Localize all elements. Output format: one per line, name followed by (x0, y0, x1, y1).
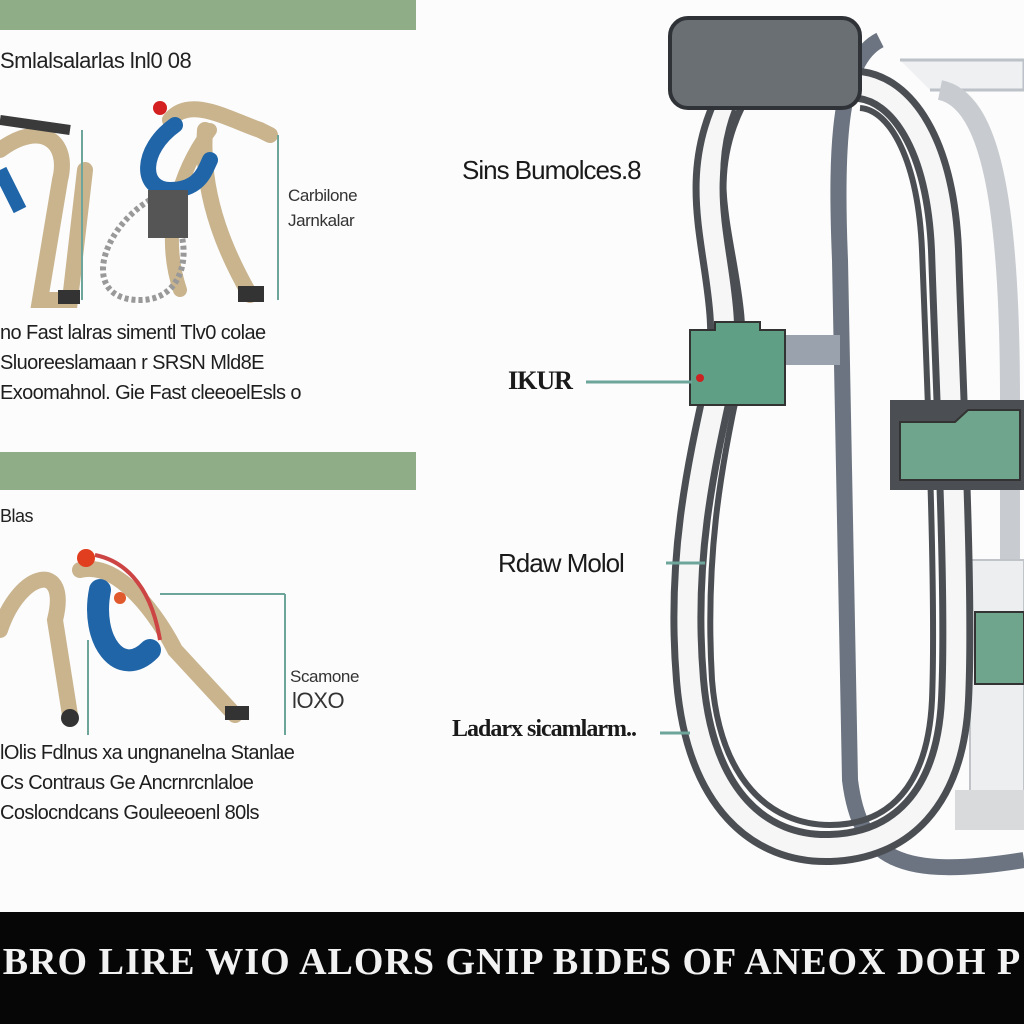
bottom-panel-heading: Blas (0, 506, 34, 526)
caption-line: Coslocndcans Gouleeoenl 80ls (0, 802, 260, 824)
top-side-label-2: Jarnkalar (288, 211, 355, 230)
caption-line: lOlis Fdlnus xa ungnanelna Stanlae (0, 742, 295, 764)
caption-line: Cs Contraus Ge Ancrnrcnlaloe (0, 772, 254, 794)
callout-clamp: IKUR (508, 366, 573, 395)
top-tube-illustration (0, 101, 279, 308)
top-panel-band (0, 0, 416, 30)
caption-line: Exoomahnol. Gie Fast cleeoelEsls o (0, 382, 301, 404)
hose-assembly-illustration (586, 16, 1024, 876)
top-panel-caption: no Fast lalras simentl Tlv0 colae Sluore… (0, 318, 400, 408)
diagram-artwork (0, 16, 1024, 876)
bottom-side-label-2: lOXO (292, 688, 345, 713)
bottom-side-label-1: Scamone (290, 667, 360, 686)
caption-line: no Fast lalras simentl Tlv0 colae (0, 322, 266, 344)
bottom-panel-band (0, 452, 416, 490)
footer-title: BRO LIRE WIO ALORS GNIP BIDES OF ANEOX D… (2, 941, 1022, 983)
callout-upper-hose: Sins Bumolces.8 (462, 155, 642, 185)
callout-lower-hose: Ladarx sicamlarm.. (452, 716, 637, 742)
caption-line: Sluoreeslamaan r SRSN Mld8E (0, 352, 265, 374)
footer-banner (0, 912, 1024, 1024)
top-side-label-1: Carbilone (288, 186, 358, 205)
bottom-panel-caption: lOlis Fdlnus xa ungnanelna Stanlae Cs Co… (0, 738, 400, 828)
top-panel-heading: Smlalsalarlas lnl0 08 (0, 48, 192, 73)
bottom-tube-illustration (0, 549, 286, 735)
callout-loop: Rdaw Molol (498, 548, 625, 578)
